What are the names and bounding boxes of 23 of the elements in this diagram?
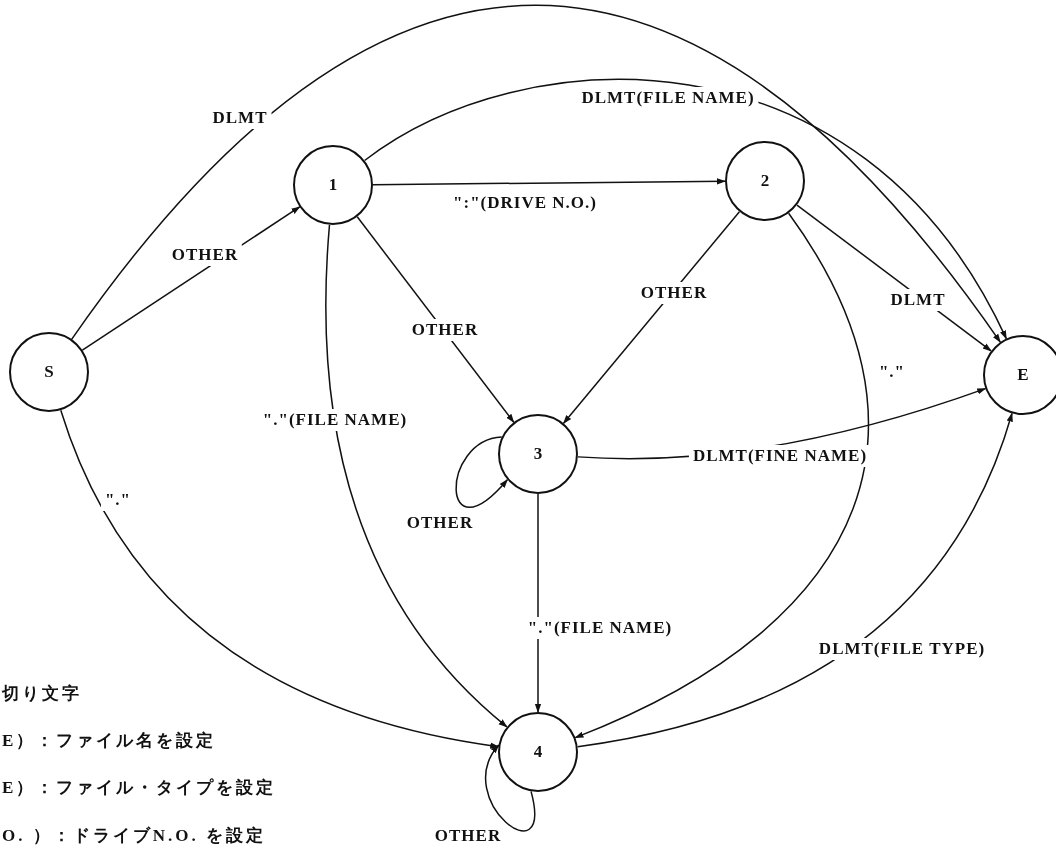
arrow xyxy=(356,216,515,423)
state-circle: E xyxy=(983,335,1056,415)
state-circle: 4 xyxy=(498,712,578,792)
arrow xyxy=(562,211,741,424)
note-text: E）：ファイル名を設定 xyxy=(2,730,217,752)
state-circle: 1 xyxy=(293,145,373,225)
arrow xyxy=(372,178,726,186)
self-loop-arrow xyxy=(485,744,536,832)
state-circle: 3 xyxy=(498,414,578,494)
arrow xyxy=(576,412,1013,748)
state-circle: 2 xyxy=(725,141,805,221)
note-text: E）：ファイル・タイプを設定 xyxy=(2,777,277,799)
arrow xyxy=(60,409,500,749)
arrow xyxy=(325,224,508,728)
arrow xyxy=(363,78,1008,340)
note-text: O. ）：ドライブN.O. を設定 xyxy=(2,825,266,847)
self-loop-arrow xyxy=(455,436,509,509)
note-text: 切り文字 xyxy=(2,683,82,705)
arrow xyxy=(71,4,1001,343)
edge-label: DLMT(FINE NAME) xyxy=(688,445,872,467)
arrow xyxy=(574,212,870,739)
arrow xyxy=(534,493,542,713)
state-circle: S xyxy=(9,332,89,412)
